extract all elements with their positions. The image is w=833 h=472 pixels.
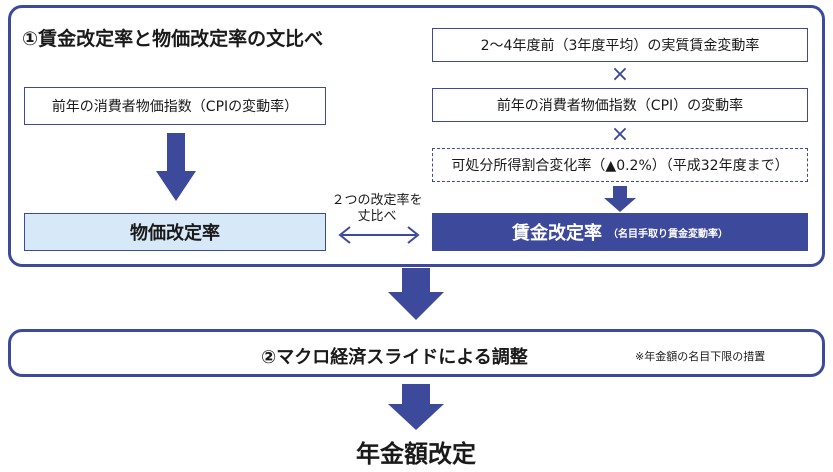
- section2-panel: ②マクロ経済スライドによる調整 ※年金額の名目下限の措置: [8, 329, 825, 377]
- left-down-arrow: [156, 133, 196, 201]
- left-source-box: 前年の消費者物価指数（CPIの変動率）: [24, 87, 326, 125]
- right-down-arrow: [604, 186, 636, 212]
- pension-revision-result: 年金額改定: [356, 440, 476, 468]
- section1-title: ①賃金改定率と物価改定率の文比べ: [22, 28, 324, 50]
- compare-label: ２つの改定率を 丈比べ: [322, 193, 432, 225]
- section2-title: ②マクロ経済スライドによる調整: [261, 347, 528, 368]
- wage-revision-rate-note: （名目手取り賃金変動率）: [608, 228, 728, 240]
- compare-double-arrow: [338, 226, 420, 244]
- disposable-income-ratio-box: 可処分所得割合変化率（▲0.2%）（平成32年度まで）: [432, 148, 808, 182]
- multiply-sign-2: ×: [610, 122, 630, 147]
- price-revision-rate-box: 物価改定率: [24, 213, 326, 251]
- final-down-arrow: [388, 384, 444, 430]
- compare-label-line1: ２つの改定率を: [331, 193, 423, 208]
- real-wage-change-box: 2〜4年度前（3年度平均）の実質賃金変動率: [432, 28, 808, 62]
- wage-revision-rate-label: 賃金改定率: [512, 223, 602, 244]
- cpi-change-box: 前年の消費者物価指数（CPI）の変動率: [432, 88, 808, 122]
- section2-note: ※年金額の名目下限の措置: [635, 350, 766, 363]
- multiply-sign-1: ×: [610, 62, 630, 87]
- compare-label-line2: 丈比べ: [357, 209, 397, 224]
- section-transition-arrow: [388, 268, 444, 320]
- wage-revision-rate-box: 賃金改定率 （名目手取り賃金変動率）: [432, 213, 808, 251]
